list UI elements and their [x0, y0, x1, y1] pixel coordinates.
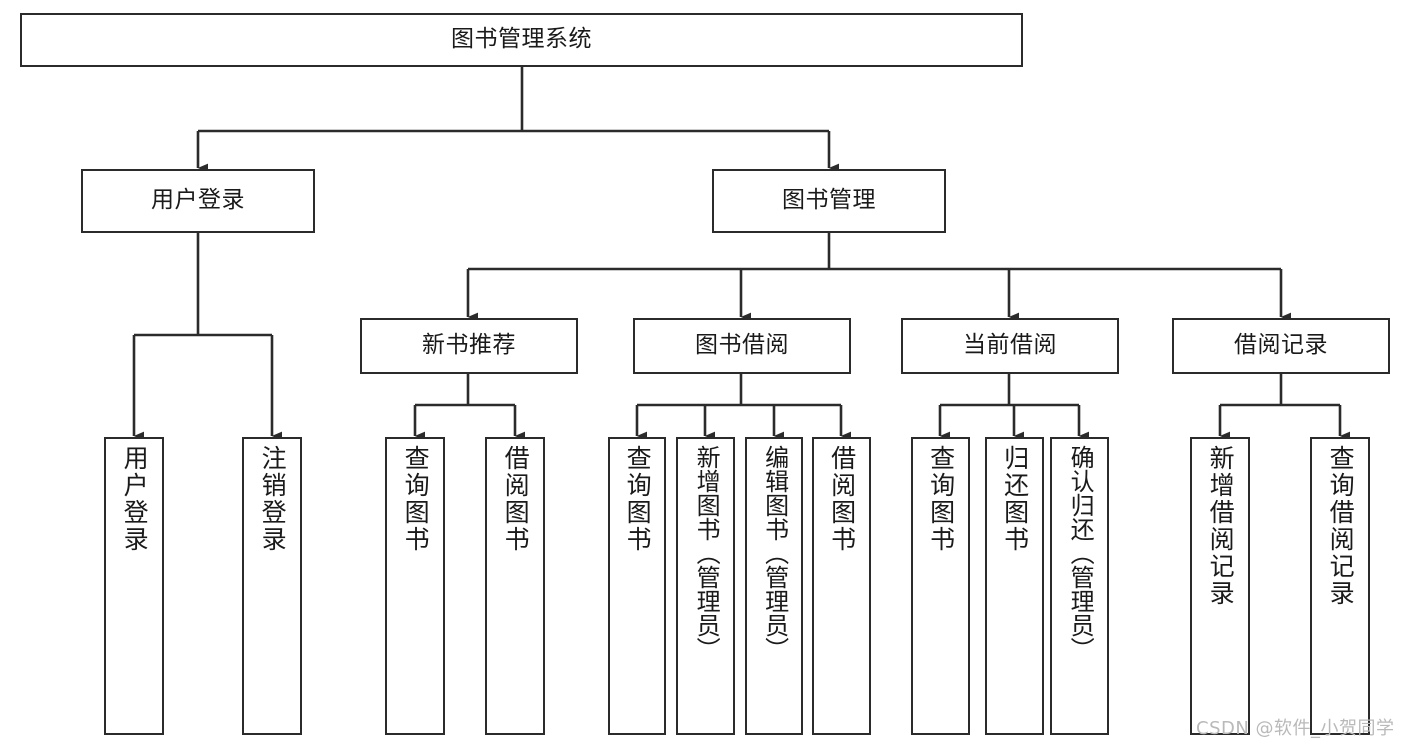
node-label: 借阅图书 [501, 445, 531, 553]
leaf-node-leaf-add-book[interactable]: 新增图书（管理员） [676, 437, 735, 735]
leaf-node-leaf-borrow-book-bb[interactable]: 借阅图书 [812, 437, 871, 735]
category-node-borrow-record[interactable]: 借阅记录 [1172, 318, 1390, 374]
node-label: 借阅记录 [1234, 332, 1328, 359]
leaf-node-leaf-confirm-return[interactable]: 确认归还（管理员） [1050, 437, 1109, 735]
node-label: 编辑图书（管理员） [760, 445, 789, 661]
node-label: 确认归还（管理员） [1066, 445, 1095, 661]
leaf-node-leaf-query-record[interactable]: 查询借阅记录 [1310, 437, 1370, 735]
category-node-current-borrow[interactable]: 当前借阅 [901, 318, 1119, 374]
leaf-node-leaf-query-book-cb[interactable]: 查询图书 [911, 437, 970, 735]
leaf-node-leaf-edit-book[interactable]: 编辑图书（管理员） [745, 437, 803, 735]
leaf-node-leaf-user-login[interactable]: 用户登录 [104, 437, 164, 735]
csdn-watermark: CSDN @软件_小贺同学 [1196, 718, 1395, 739]
node-label: 图书借阅 [695, 332, 789, 359]
branch-node-user-login[interactable]: 用户登录 [81, 169, 315, 233]
node-label: 查询借阅记录 [1326, 445, 1356, 607]
node-label: 借阅图书 [827, 445, 857, 553]
node-label: 注销登录 [258, 445, 288, 553]
leaf-node-leaf-query-book-bb[interactable]: 查询图书 [608, 437, 666, 735]
category-node-new-book-recommend[interactable]: 新书推荐 [360, 318, 578, 374]
node-label: 查询图书 [926, 445, 956, 553]
node-label: 用户登录 [120, 445, 150, 553]
branch-node-book-manage[interactable]: 图书管理 [712, 169, 946, 233]
node-label: 归还图书 [1000, 445, 1030, 553]
node-label: 图书管理 [782, 187, 876, 214]
node-label: 新书推荐 [422, 332, 516, 359]
node-label: 新增借阅记录 [1206, 445, 1236, 607]
node-label: 当前借阅 [963, 332, 1057, 359]
root-node-root[interactable]: 图书管理系统 [20, 13, 1023, 67]
leaf-node-leaf-add-record[interactable]: 新增借阅记录 [1190, 437, 1250, 735]
leaf-node-leaf-borrow-book-nb[interactable]: 借阅图书 [485, 437, 545, 735]
leaf-node-leaf-logout[interactable]: 注销登录 [242, 437, 302, 735]
node-label: 新增图书（管理员） [692, 445, 721, 661]
leaf-node-leaf-query-book-nb[interactable]: 查询图书 [385, 437, 445, 735]
leaf-node-leaf-return-book[interactable]: 归还图书 [985, 437, 1044, 735]
category-node-book-borrow[interactable]: 图书借阅 [633, 318, 851, 374]
node-label: 查询图书 [623, 445, 653, 553]
node-label: 用户登录 [151, 187, 245, 214]
node-label: 图书管理系统 [451, 26, 592, 53]
node-label: 查询图书 [401, 445, 431, 553]
